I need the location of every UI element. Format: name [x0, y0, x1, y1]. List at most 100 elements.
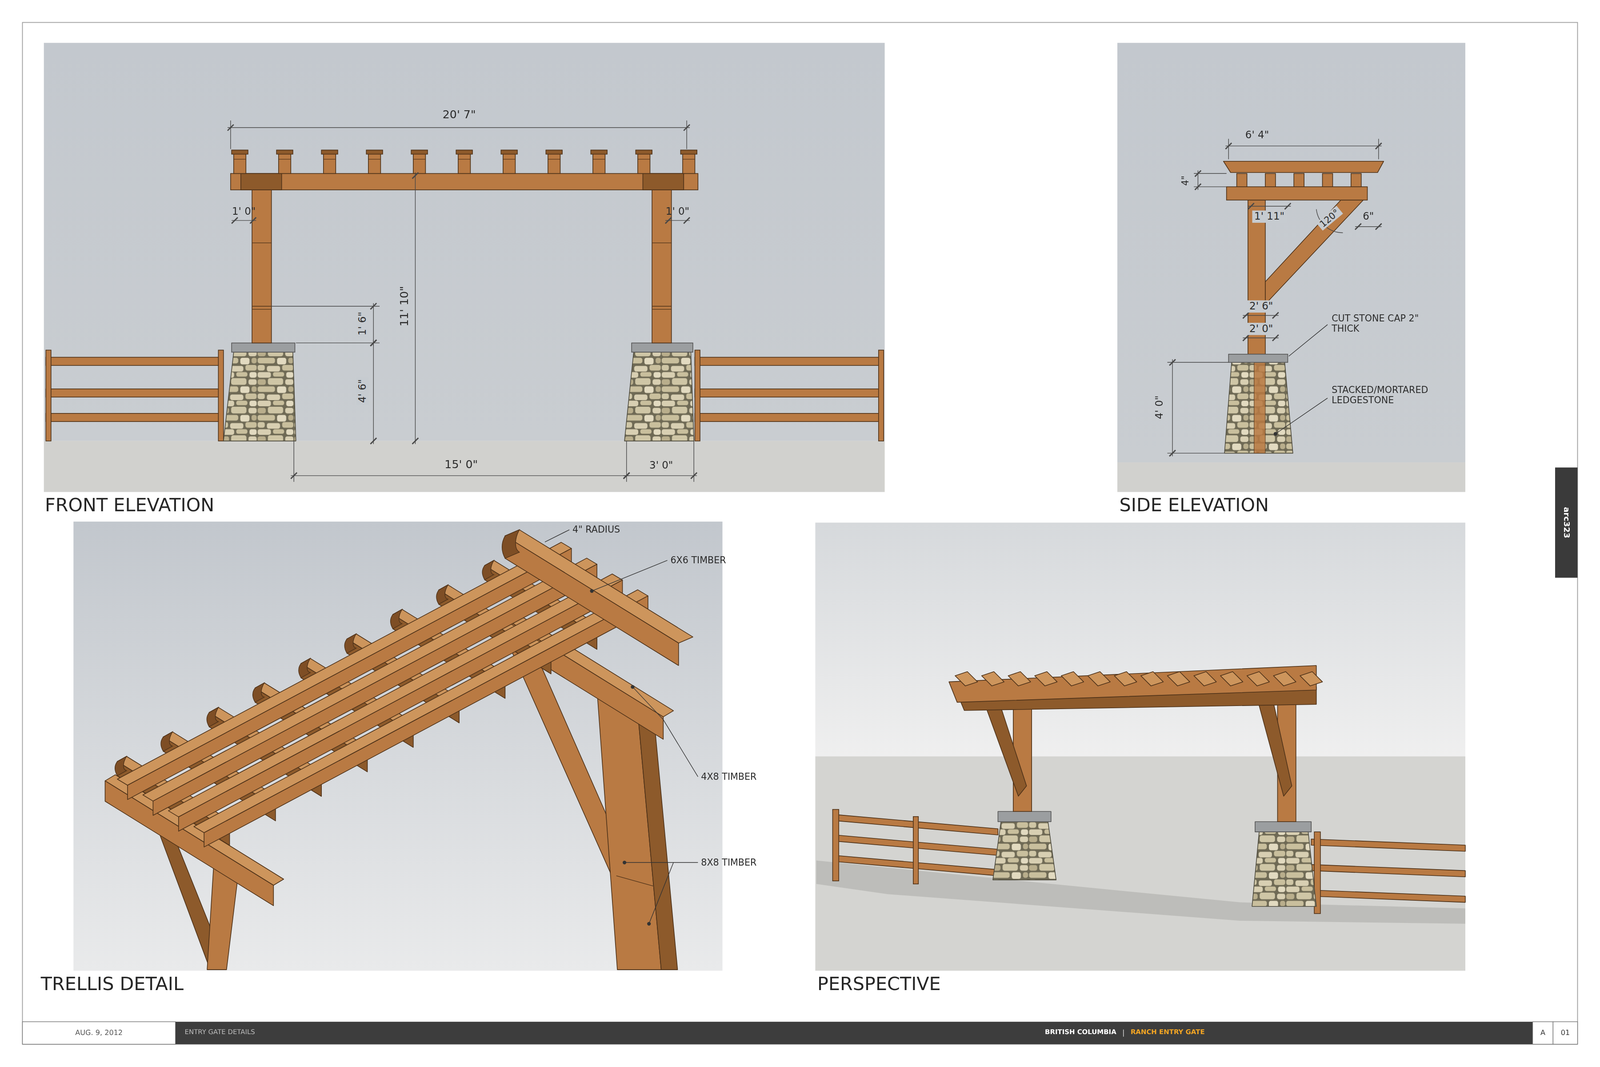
rafter-cup-end: [436, 584, 448, 605]
stone-pier: [992, 821, 1056, 880]
fence-rail: [695, 357, 882, 366]
extension-line: [1167, 452, 1225, 454]
rafter-end: [592, 152, 606, 174]
fence-rail: [45, 413, 221, 422]
extension-line: [296, 342, 380, 344]
rafter-cap: [680, 149, 697, 154]
top-beam: [1223, 161, 1384, 173]
dimension-tick: [1284, 203, 1292, 210]
rafter: [1061, 671, 1084, 686]
rafter-line: [368, 159, 381, 160]
dimension: 4' 0": [1153, 395, 1165, 419]
dimension-line: [1225, 145, 1382, 147]
perspective: [815, 522, 1465, 971]
rafter-cup-end: [390, 609, 403, 629]
drawing: [22, 22, 1578, 1044]
dimension-tick: [1355, 223, 1362, 230]
tab-code: arc323: [1561, 506, 1572, 539]
dimension-tick: [1248, 203, 1255, 210]
rafter-end: [548, 152, 561, 174]
view-title: TRELLIS DETAIL: [40, 973, 184, 994]
rafter-cap: [500, 149, 518, 154]
dimension-tick: [1375, 142, 1382, 149]
beam-end: [642, 173, 684, 190]
rafter: [1087, 671, 1111, 686]
beam: [1226, 186, 1368, 200]
leader-line: [663, 719, 698, 777]
rafter-cup-end: [344, 633, 356, 654]
rafter: [1273, 671, 1296, 686]
dimension-line: [1242, 315, 1279, 316]
rafter-line: [592, 159, 606, 160]
rafter-cap: [545, 149, 563, 154]
extension-line: [1167, 361, 1229, 363]
rafter: [1300, 671, 1323, 686]
rafter: [1114, 671, 1137, 686]
sheet-number: 01: [1560, 1028, 1570, 1037]
dimension-tick: [683, 124, 690, 131]
long-member: [152, 564, 597, 816]
fence-post: [695, 349, 700, 441]
drawing-panel: SIDE ELEVATION: [1117, 42, 1466, 523]
rafter-end: [278, 152, 292, 174]
dimension-line: [415, 172, 416, 444]
sky: [44, 42, 885, 441]
leader-line: [632, 686, 664, 720]
dimension-line: [1172, 359, 1173, 456]
leader-dot: [1273, 432, 1278, 436]
rafter-end: [368, 152, 381, 174]
leader-line: [648, 862, 674, 924]
sheet-tab: [1555, 467, 1578, 578]
timber-callout: 6X6 TIMBER: [670, 555, 726, 566]
rafter-cap: [456, 149, 473, 154]
project-name: RANCH ENTRY GATE: [1130, 1028, 1205, 1037]
post-side: [637, 708, 678, 970]
stone-cap: [1255, 821, 1312, 832]
rafter: [1193, 671, 1217, 686]
timber-joint: [652, 305, 672, 307]
view-title: SIDE ELEVATION: [1119, 495, 1269, 516]
rafter-cup-end: [160, 731, 173, 752]
separator: |: [1122, 1028, 1125, 1037]
dimension-tick: [249, 217, 256, 224]
ground: [815, 756, 1465, 971]
rafter-cap: [321, 149, 338, 154]
rafter-cap: [411, 149, 428, 154]
rafter: [1236, 173, 1248, 187]
dimension: 2' 6": [1247, 300, 1276, 312]
rafter: [1034, 671, 1058, 686]
leader-line: [624, 861, 698, 863]
timber-callout: 4X8 TIMBER: [700, 771, 757, 782]
rafter-cup-end: [115, 756, 127, 776]
rafter: [1265, 173, 1276, 187]
sheet-series: A: [1540, 1028, 1546, 1037]
dimension-tick: [370, 437, 377, 444]
timber-joint: [252, 242, 272, 244]
rafter-line: [233, 159, 247, 160]
dimension-tick: [1242, 334, 1249, 341]
rafter-cap: [590, 149, 608, 154]
fence-rail: [695, 388, 882, 397]
rafter-end: [503, 152, 516, 174]
front-elevation: [44, 42, 885, 492]
dimension: 4": [1180, 175, 1192, 186]
brace: [1257, 697, 1292, 796]
timber-joint: [652, 242, 672, 244]
beam: [948, 665, 1317, 703]
timber-joint: [616, 875, 654, 886]
drawing-panel: TRELLIS DETAIL: [40, 521, 723, 1001]
rafter-cup-end: [252, 682, 265, 703]
ground: [44, 440, 885, 492]
fence-rail: [1311, 838, 1466, 852]
dimension-tick: [370, 303, 377, 310]
beam: [230, 173, 699, 190]
leader-dot: [589, 588, 594, 593]
title-cell: [22, 1021, 176, 1044]
dimension-tick: [370, 340, 377, 347]
cross-timber-top: [504, 529, 693, 644]
dimension-tick: [1195, 170, 1202, 177]
title-cell: [1552, 1021, 1578, 1044]
fence-post: [218, 349, 224, 441]
dimension: 6' 4": [1245, 128, 1269, 141]
dimension-tick: [227, 124, 234, 131]
